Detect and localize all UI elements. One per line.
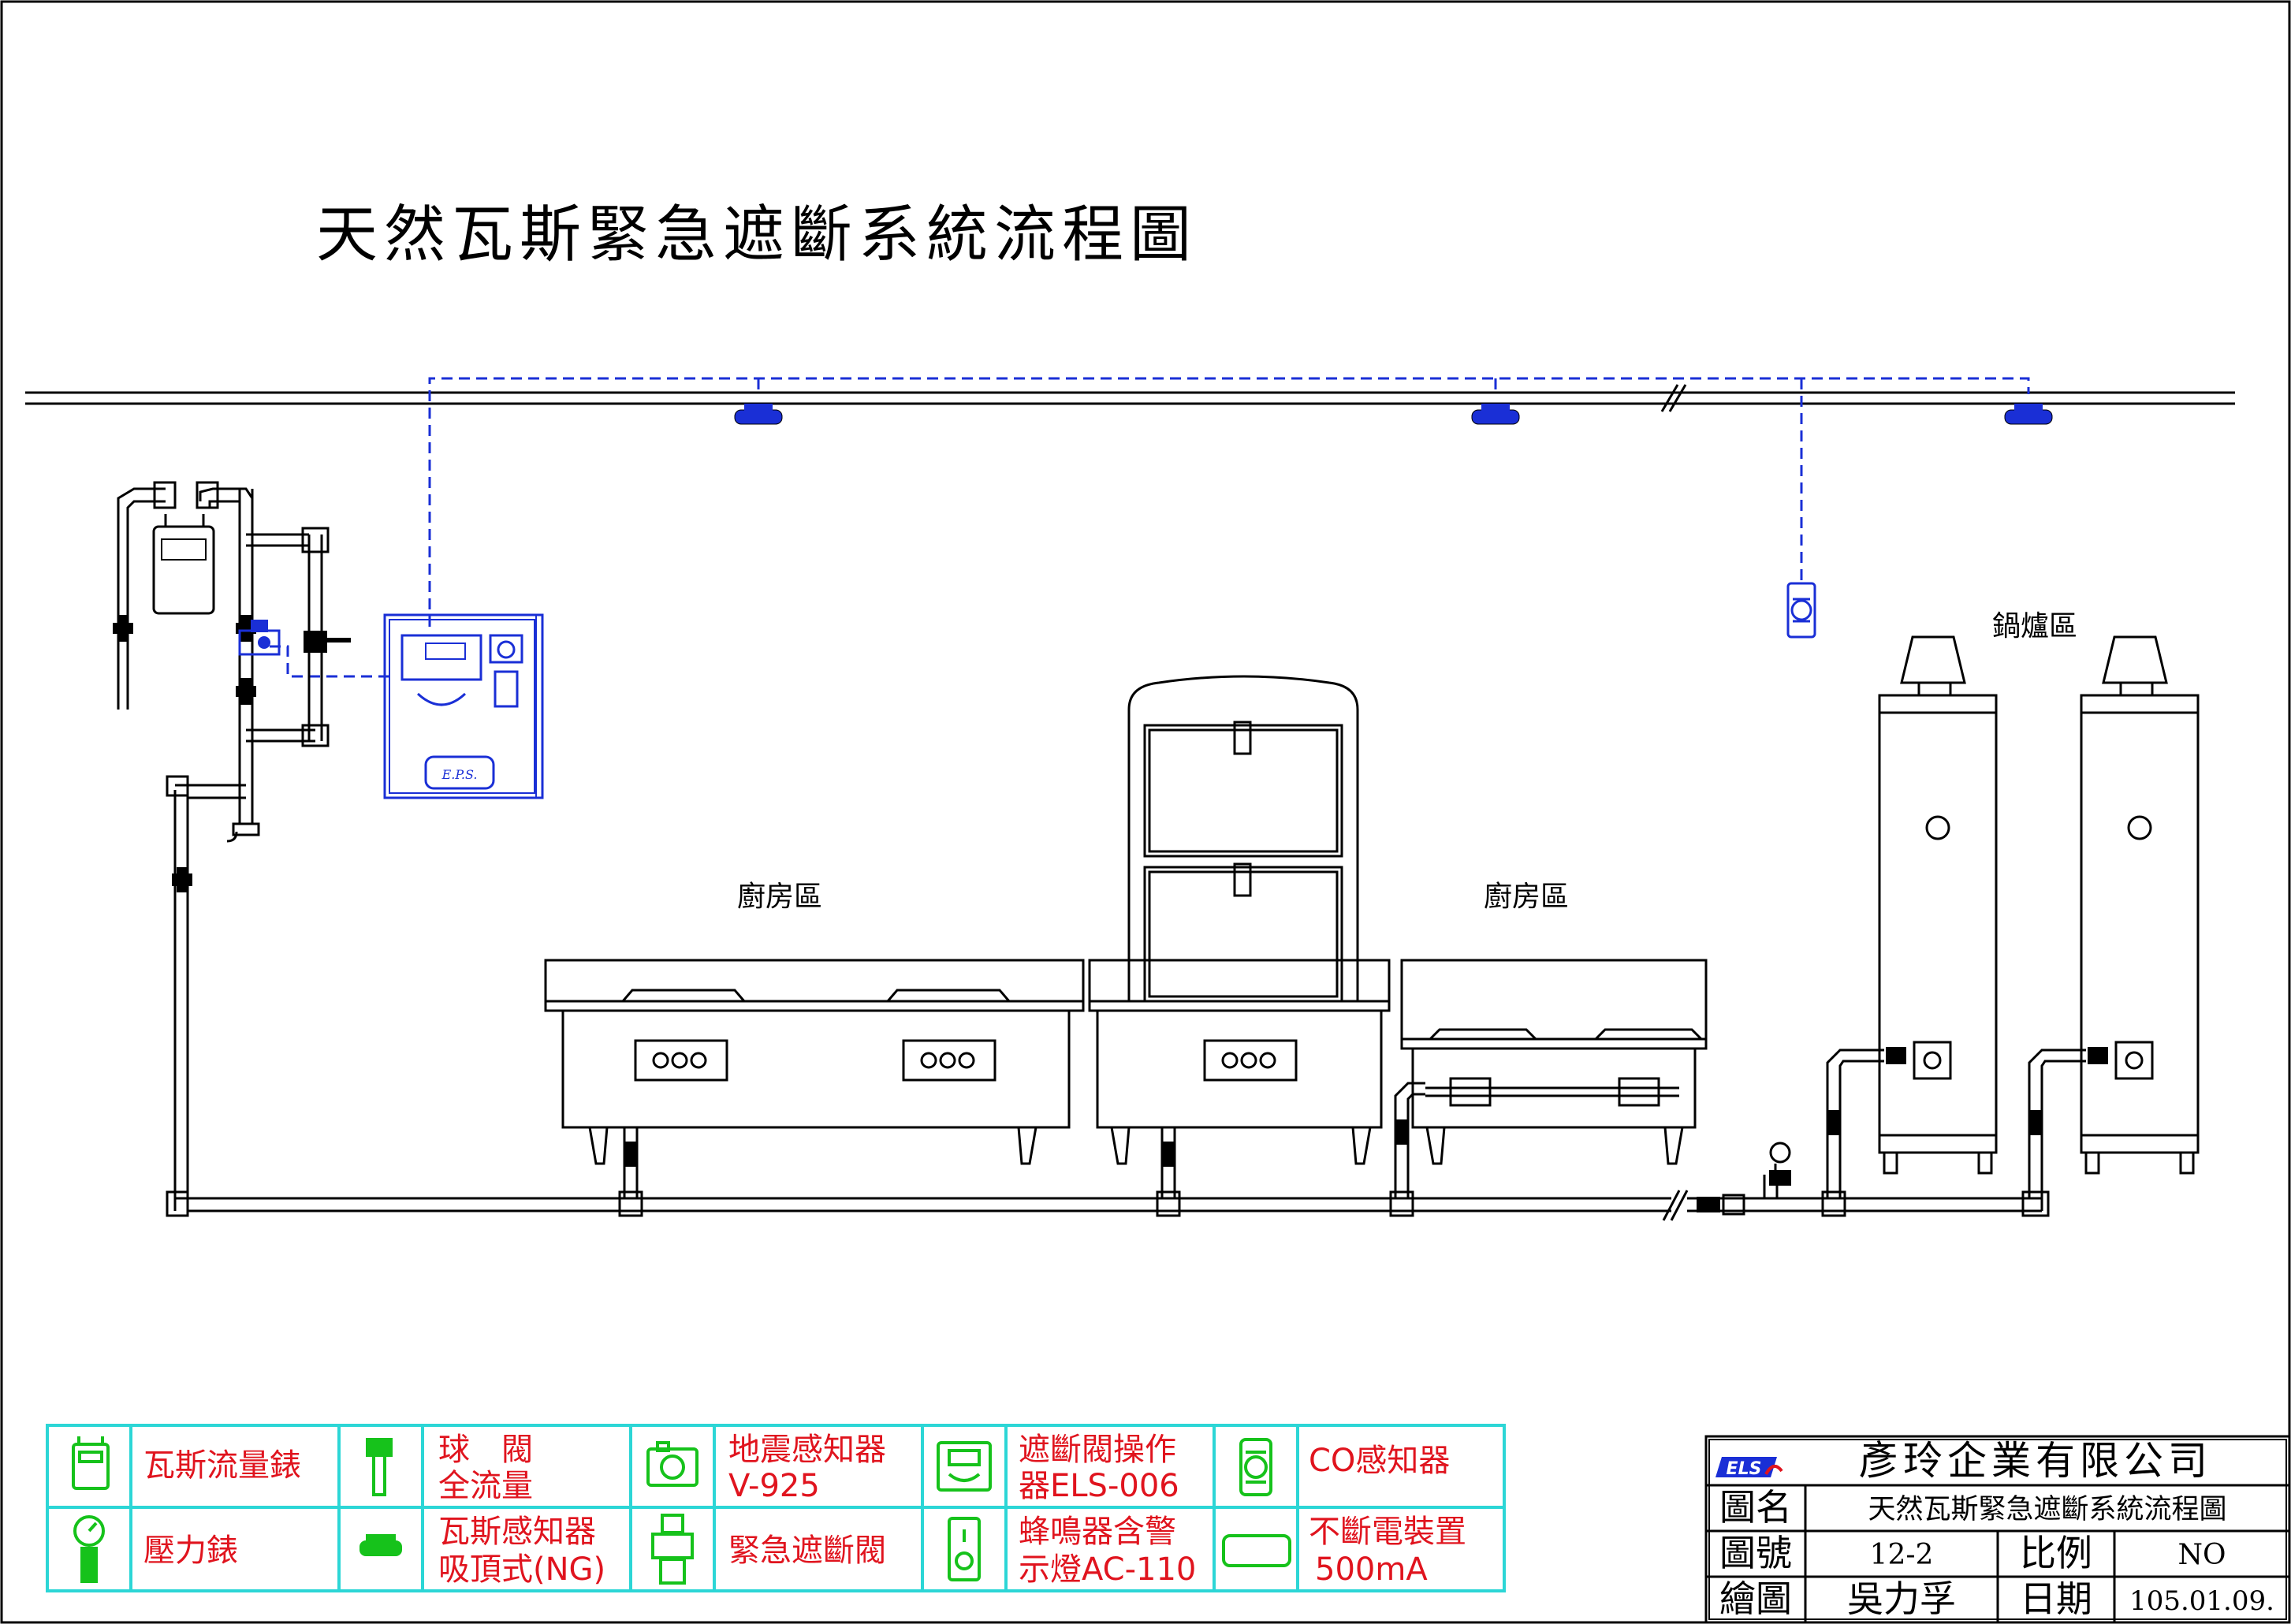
kitchen-range-2 [1400, 959, 1708, 1165]
scale-label: 比例 [2020, 1532, 2092, 1574]
ceiling-gas-sensor-icon [2004, 404, 2053, 425]
legend-label-pressure-gauge: 壓力錶 [143, 1533, 238, 1569]
legend-label-ups: 不斷電裝置 [1309, 1514, 1466, 1550]
scale-value: NO [2177, 1539, 2226, 1571]
pressure-gauge-icon [1769, 1142, 1791, 1186]
co-detector-icon [1786, 582, 1816, 639]
legend-sublabel-seismic-sensor: V-925 [728, 1468, 820, 1504]
legend-shutoff-controller-icon [937, 1441, 992, 1492]
logo-text: ELS [1727, 1459, 1762, 1479]
date-label: 日期 [2020, 1577, 2092, 1620]
ball-valve-icon [1697, 1194, 1745, 1216]
ceiling-line [25, 384, 2235, 412]
signal-wiring [270, 377, 2030, 678]
company-name: 彥玲企業有限公司 [1859, 1438, 2212, 1484]
boiler-2 [2080, 635, 2200, 1175]
legend-label-emergency-valve: 緊急遮斷閥 [728, 1533, 886, 1569]
ceiling-gas-sensor-icon [734, 404, 783, 425]
legend-ceiling-gas-sensor-icon [359, 1534, 402, 1556]
emergency-valve-icon [238, 620, 281, 656]
legend-sublabel-buzzer-light: 示燈AC-110 [1019, 1551, 1196, 1588]
drawn-by-value: 吳力孚 [1847, 1577, 1956, 1620]
gas-piping [117, 481, 2086, 1221]
shutoff-control-box: E.P.S. [383, 613, 544, 799]
zone-label-kitchen-left: 廚房區 [737, 881, 823, 913]
legend-label-co-detector: CO感知器 [1309, 1443, 1450, 1479]
legend-gas-meter-icon [72, 1436, 110, 1490]
drawing-name-value: 天然瓦斯緊急遮斷系統流程圖 [1868, 1494, 2226, 1525]
legend-sublabel-ball-valve: 全流量 [438, 1468, 533, 1504]
steamer-cabinet [1088, 675, 1391, 1165]
legend-sublabel-ceiling-gas-sensor: 吸頂式(NG) [438, 1551, 605, 1588]
kitchen-range-1 [544, 959, 1085, 1165]
legend-pressure-gauge-icon [73, 1515, 105, 1583]
boiler-1 [1878, 635, 1998, 1175]
drawing-number-label: 圖號 [1719, 1532, 1792, 1574]
legend-emergency-valve-icon [651, 1514, 694, 1585]
legend-ups-icon [1222, 1534, 1291, 1567]
gas-meter-icon [152, 514, 215, 615]
legend-seismic-sensor-icon [646, 1441, 698, 1487]
legend-table: 瓦斯流量錶 球 閥 全流量 地震感知器 V-925 遮斷閥操作 器ELS-006… [46, 1424, 1506, 1592]
ball-valve-icon [113, 615, 2108, 1167]
legend-label-ball-valve: 球 閥 [438, 1432, 533, 1468]
zone-label-kitchen-right: 廚房區 [1484, 881, 1570, 913]
legend-ball-valve-icon [366, 1438, 393, 1496]
legend-label-buzzer-light: 蜂鳴器含警 [1019, 1514, 1176, 1550]
drawing-number-value: 12-2 [1870, 1539, 1934, 1571]
legend-sublabel-ups: 500mA [1315, 1551, 1428, 1588]
ceiling-gas-sensor-icon [1471, 404, 1520, 425]
drawn-by-label: 繪圖 [1719, 1577, 1792, 1620]
legend-label-seismic-sensor: 地震感知器 [728, 1432, 886, 1468]
ups-box-label: E.P.S. [441, 767, 478, 782]
diagram-title: 天然瓦斯緊急遮斷系統流程圖 [315, 199, 1198, 270]
legend-co-detector-icon [1239, 1438, 1272, 1496]
legend-label-shutoff-controller: 遮斷閥操作 [1019, 1432, 1176, 1468]
legend-label-gas-meter: 瓦斯流量錶 [143, 1447, 301, 1484]
date-value: 105.01.09. [2129, 1585, 2274, 1617]
zone-label-boiler: 鍋爐區 [1992, 610, 2078, 643]
company-logo: ELS [1715, 1457, 1783, 1479]
drawing-name-label: 圖名 [1719, 1486, 1792, 1529]
legend-label-ceiling-gas-sensor: 瓦斯感知器 [438, 1514, 596, 1550]
title-block: ELS 彥玲企業有限公司 圖名 天然瓦斯緊急遮斷系統流程圖 圖號 12-2 比例… [1704, 1435, 2291, 1624]
legend-sublabel-shutoff-controller: 器ELS-006 [1019, 1468, 1179, 1504]
legend-buzzer-light-icon [948, 1517, 981, 1581]
